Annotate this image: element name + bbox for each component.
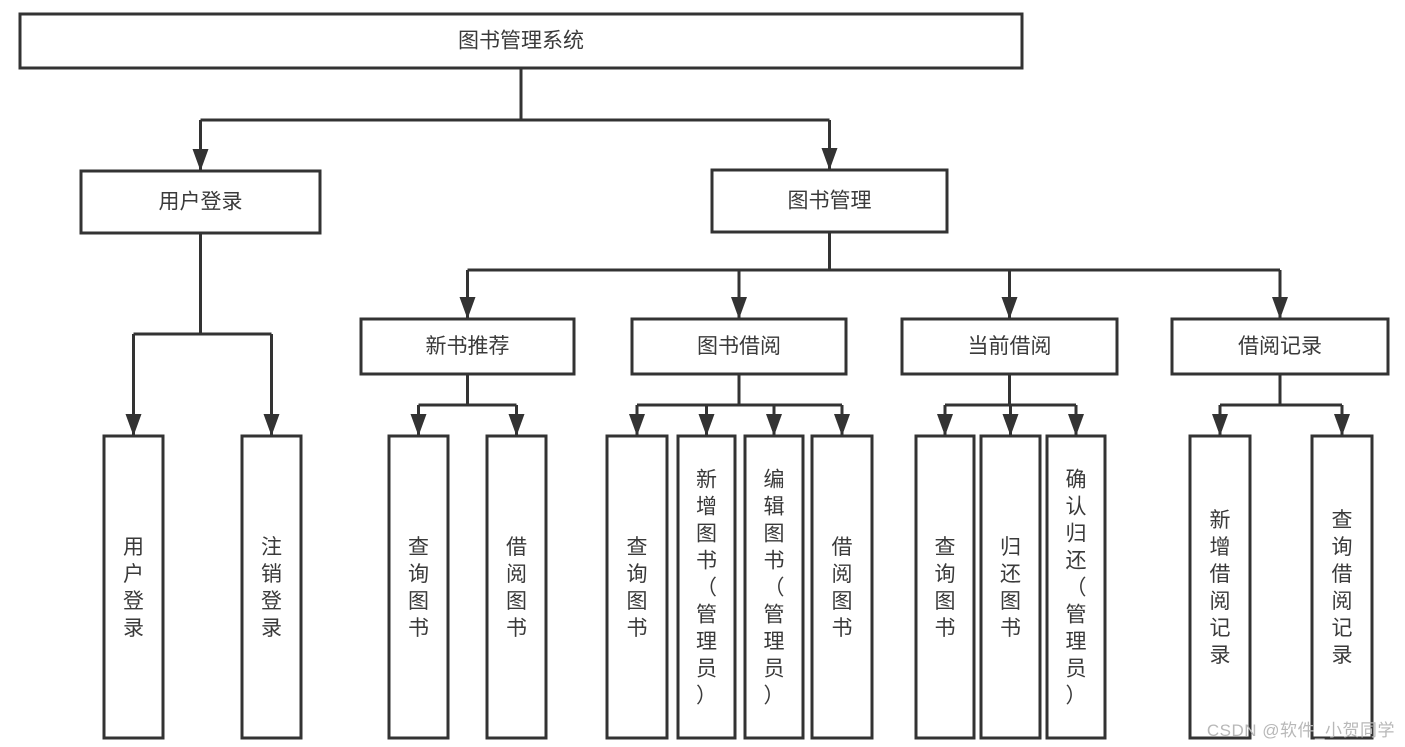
arrow-head-icon: [937, 414, 953, 436]
connector-layer: [125, 68, 1350, 436]
arrow-head-icon: [766, 414, 782, 436]
node-l-confirm[interactable]: 确认归还（管理员）: [1045, 434, 1107, 740]
node-box: [810, 434, 874, 740]
node-l-borrow1[interactable]: 借阅图书: [485, 434, 548, 740]
node-label: 用户登录: [159, 191, 243, 214]
node-box: [900, 317, 1119, 376]
node-box: [240, 434, 303, 740]
arrow-head-icon: [698, 414, 715, 436]
node-login[interactable]: 用户登录: [79, 169, 322, 235]
arrow-head-icon: [731, 297, 747, 319]
node-box: [743, 434, 805, 740]
arrow-head-icon: [629, 414, 645, 436]
node-label: 查询图书: [935, 536, 956, 640]
node-borrow[interactable]: 图书借阅: [630, 317, 848, 376]
node-root[interactable]: 图书管理系统: [18, 12, 1024, 70]
node-label: 归还图书: [1000, 536, 1021, 640]
node-current[interactable]: 当前借阅: [900, 317, 1119, 376]
arrow-head-icon: [1334, 414, 1350, 436]
node-l-borrow2[interactable]: 借阅图书: [810, 434, 874, 740]
arrow-head-icon: [192, 149, 209, 171]
arrow-head-icon: [834, 414, 850, 436]
node-l-login[interactable]: 用户登录: [102, 434, 165, 740]
node-bookmgmt[interactable]: 图书管理: [710, 168, 949, 234]
node-box: [18, 12, 1024, 70]
arrow-head-icon: [1068, 414, 1084, 436]
arrow-head-icon: [1002, 414, 1019, 436]
node-label: 查询图书: [408, 536, 429, 640]
node-box: [1045, 434, 1107, 740]
node-box: [914, 434, 976, 740]
node-box: [1310, 434, 1374, 740]
node-label: 查询借阅记录: [1332, 509, 1353, 667]
node-label: 新增图书（管理员）: [696, 469, 717, 708]
arrow-head-icon: [410, 414, 427, 436]
node-label: 注销登录: [261, 536, 282, 640]
arrow-head-icon: [508, 414, 525, 436]
node-l-add[interactable]: 新增图书（管理员）: [676, 434, 737, 740]
node-l-query1[interactable]: 查询图书: [387, 434, 450, 740]
node-box: [630, 317, 848, 376]
node-box: [710, 168, 949, 234]
node-label: 借阅图书: [832, 536, 853, 640]
node-l-query2[interactable]: 查询图书: [605, 434, 669, 740]
arrow-head-icon: [821, 148, 838, 170]
arrow-head-icon: [125, 414, 142, 436]
node-label: 用户登录: [123, 536, 144, 640]
node-label: 确认归还（管理员）: [1066, 469, 1087, 708]
node-label: 新书推荐: [426, 335, 510, 358]
arrow-head-icon: [1212, 414, 1228, 436]
node-l-addrec[interactable]: 新增借阅记录: [1188, 434, 1252, 740]
node-box: [1188, 434, 1252, 740]
node-box: [605, 434, 669, 740]
node-records[interactable]: 借阅记录: [1170, 317, 1390, 376]
node-l-query3[interactable]: 查询图书: [914, 434, 976, 740]
node-label: 当前借阅: [968, 335, 1052, 358]
node-box: [485, 434, 548, 740]
node-l-edit[interactable]: 编辑图书（管理员）: [743, 434, 805, 740]
node-l-logout[interactable]: 注销登录: [240, 434, 303, 740]
node-box: [102, 434, 165, 740]
node-label: 借阅记录: [1238, 335, 1322, 358]
arrow-head-icon: [459, 297, 476, 319]
node-label: 编辑图书（管理员）: [764, 469, 785, 708]
node-box: [359, 317, 576, 376]
node-label: 图书管理: [788, 190, 872, 213]
node-label: 查询图书: [627, 536, 648, 640]
node-box: [1170, 317, 1390, 376]
node-label: 图书管理系统: [458, 30, 584, 53]
node-newbook[interactable]: 新书推荐: [359, 317, 576, 376]
node-label: 新增借阅记录: [1210, 509, 1231, 667]
node-box: [79, 169, 322, 235]
node-layer: 图书管理系统用户登录图书管理新书推荐图书借阅当前借阅借阅记录用户登录注销登录查询…: [18, 12, 1390, 740]
node-l-queryrec[interactable]: 查询借阅记录: [1310, 434, 1374, 740]
node-label: 借阅图书: [506, 536, 527, 640]
node-box: [676, 434, 737, 740]
arrow-head-icon: [263, 414, 280, 436]
arrow-head-icon: [1001, 297, 1018, 319]
arrow-head-icon: [1272, 297, 1288, 319]
node-box: [979, 434, 1042, 740]
node-box: [387, 434, 450, 740]
node-label: 图书借阅: [697, 335, 781, 358]
node-l-return[interactable]: 归还图书: [979, 434, 1042, 740]
